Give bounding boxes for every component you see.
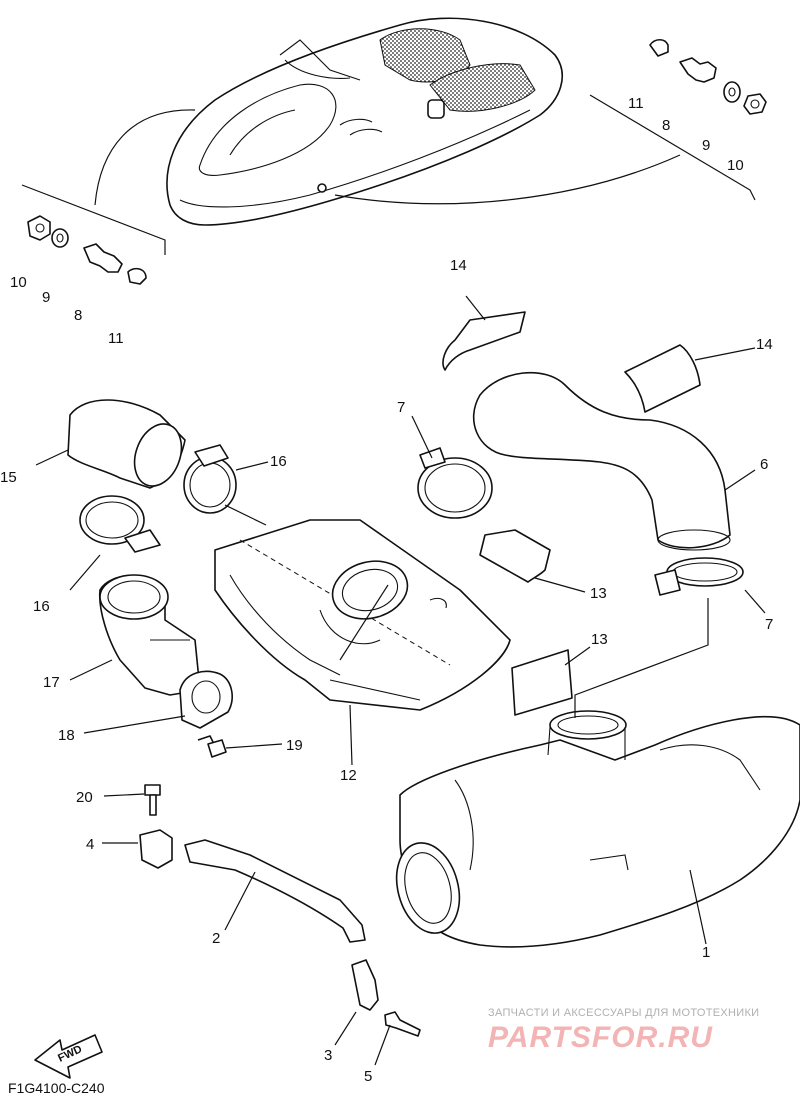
callout-16-upper: 16	[270, 453, 287, 470]
callout-14-upper: 14	[450, 257, 467, 274]
pad-14-right	[624, 344, 701, 413]
callout-10-left: 10	[10, 274, 27, 291]
callout-9-right: 9	[702, 137, 710, 154]
nut-10-left	[27, 215, 51, 241]
elbow-hose-15	[67, 399, 186, 489]
callout-7-upper: 7	[397, 399, 405, 416]
callout-20: 20	[76, 789, 93, 806]
gasket-18	[179, 670, 233, 729]
fwd-arrow-icon: FWD	[34, 1034, 103, 1079]
callout-8-right: 8	[662, 117, 670, 134]
callout-14-right: 14	[756, 336, 773, 353]
bolt-19	[197, 735, 227, 758]
nut-10-right	[743, 93, 767, 115]
callout-4: 4	[86, 836, 94, 853]
callout-17: 17	[43, 674, 60, 691]
clamp-7-lower	[654, 557, 744, 596]
watermark-tagline: ЗАПЧАСТИ И АКСЕССУАРЫ ДЛЯ МОТОТЕХНИКИ	[488, 1007, 759, 1019]
drain-fitting-group-right	[649, 38, 767, 115]
screw-5	[384, 1011, 421, 1037]
callout-numbers: 11 8 9 10 10 9 8 11 14 14 7 6 15 16 16 1…	[0, 95, 773, 1085]
joint-pipe-17	[98, 574, 201, 696]
callout-11-left: 11	[108, 330, 124, 347]
water-lock-12	[214, 519, 511, 711]
pad-13-lower	[511, 649, 573, 716]
callout-18: 18	[58, 727, 75, 744]
diagram-code: F1G4100-C240	[8, 1080, 105, 1096]
clamp-16-lower	[79, 495, 161, 553]
clamp-7-upper	[417, 447, 493, 519]
bolt-20	[144, 784, 161, 816]
callout-19: 19	[286, 737, 303, 754]
fitting-8-right	[679, 57, 717, 83]
fitting-8-left	[83, 243, 123, 273]
clamp-11-right	[649, 38, 669, 57]
washer-9-left	[51, 228, 69, 248]
callout-2: 2	[212, 930, 220, 947]
callout-5: 5	[364, 1068, 372, 1085]
clamp-11-left	[127, 267, 147, 285]
washer-9-right	[723, 81, 741, 103]
callout-16-lower: 16	[33, 598, 50, 615]
callout-11-right: 11	[628, 95, 644, 112]
callout-3: 3	[324, 1047, 332, 1064]
watercraft-illustration	[166, 17, 564, 226]
callout-12: 12	[340, 767, 357, 784]
callout-6: 6	[760, 456, 768, 473]
exhaust-hose-6	[472, 371, 731, 551]
pad-13-upper	[479, 529, 551, 583]
bracket-3	[351, 959, 379, 1011]
band-2	[184, 839, 366, 943]
watermark: ЗАПЧАСТИ И АКСЕССУАРЫ ДЛЯ МОТОТЕХНИКИ PA…	[488, 1007, 759, 1054]
watermark-logo: PARTSFOR.RU	[488, 1021, 713, 1054]
callout-13-lower: 13	[591, 631, 608, 648]
clamp-16-upper	[183, 444, 237, 514]
drain-fitting-group-left	[27, 215, 147, 285]
muffler-1	[395, 710, 800, 948]
callout-15: 15	[0, 469, 17, 486]
leader-lines	[35, 295, 766, 1066]
callout-13-upper: 13	[590, 585, 607, 602]
callout-10-right: 10	[727, 157, 744, 174]
callout-9-left: 9	[42, 289, 50, 306]
callout-7-lower: 7	[765, 616, 773, 633]
callout-1: 1	[702, 944, 710, 961]
callout-8-left: 8	[74, 307, 82, 324]
bracket-4	[139, 829, 173, 869]
pad-14-upper	[442, 311, 526, 371]
